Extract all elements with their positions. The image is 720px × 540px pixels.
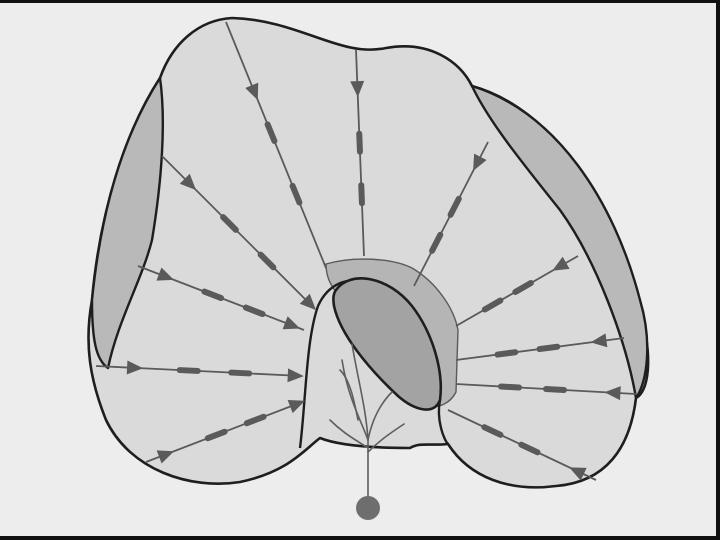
flow-dash-5-1: [180, 370, 198, 371]
flow-dash-9-1: [539, 347, 557, 349]
flow-dash-5-2: [231, 373, 249, 374]
flow-dash-2-1: [359, 134, 360, 152]
flow-dash-10-1: [546, 389, 564, 390]
flow-dash-2-2: [361, 185, 362, 203]
outer-body-shape: [88, 18, 648, 487]
terminal-node-circle: [356, 496, 380, 520]
flow-dash-10-2: [501, 387, 519, 388]
flow-dash-9-2: [497, 352, 515, 354]
